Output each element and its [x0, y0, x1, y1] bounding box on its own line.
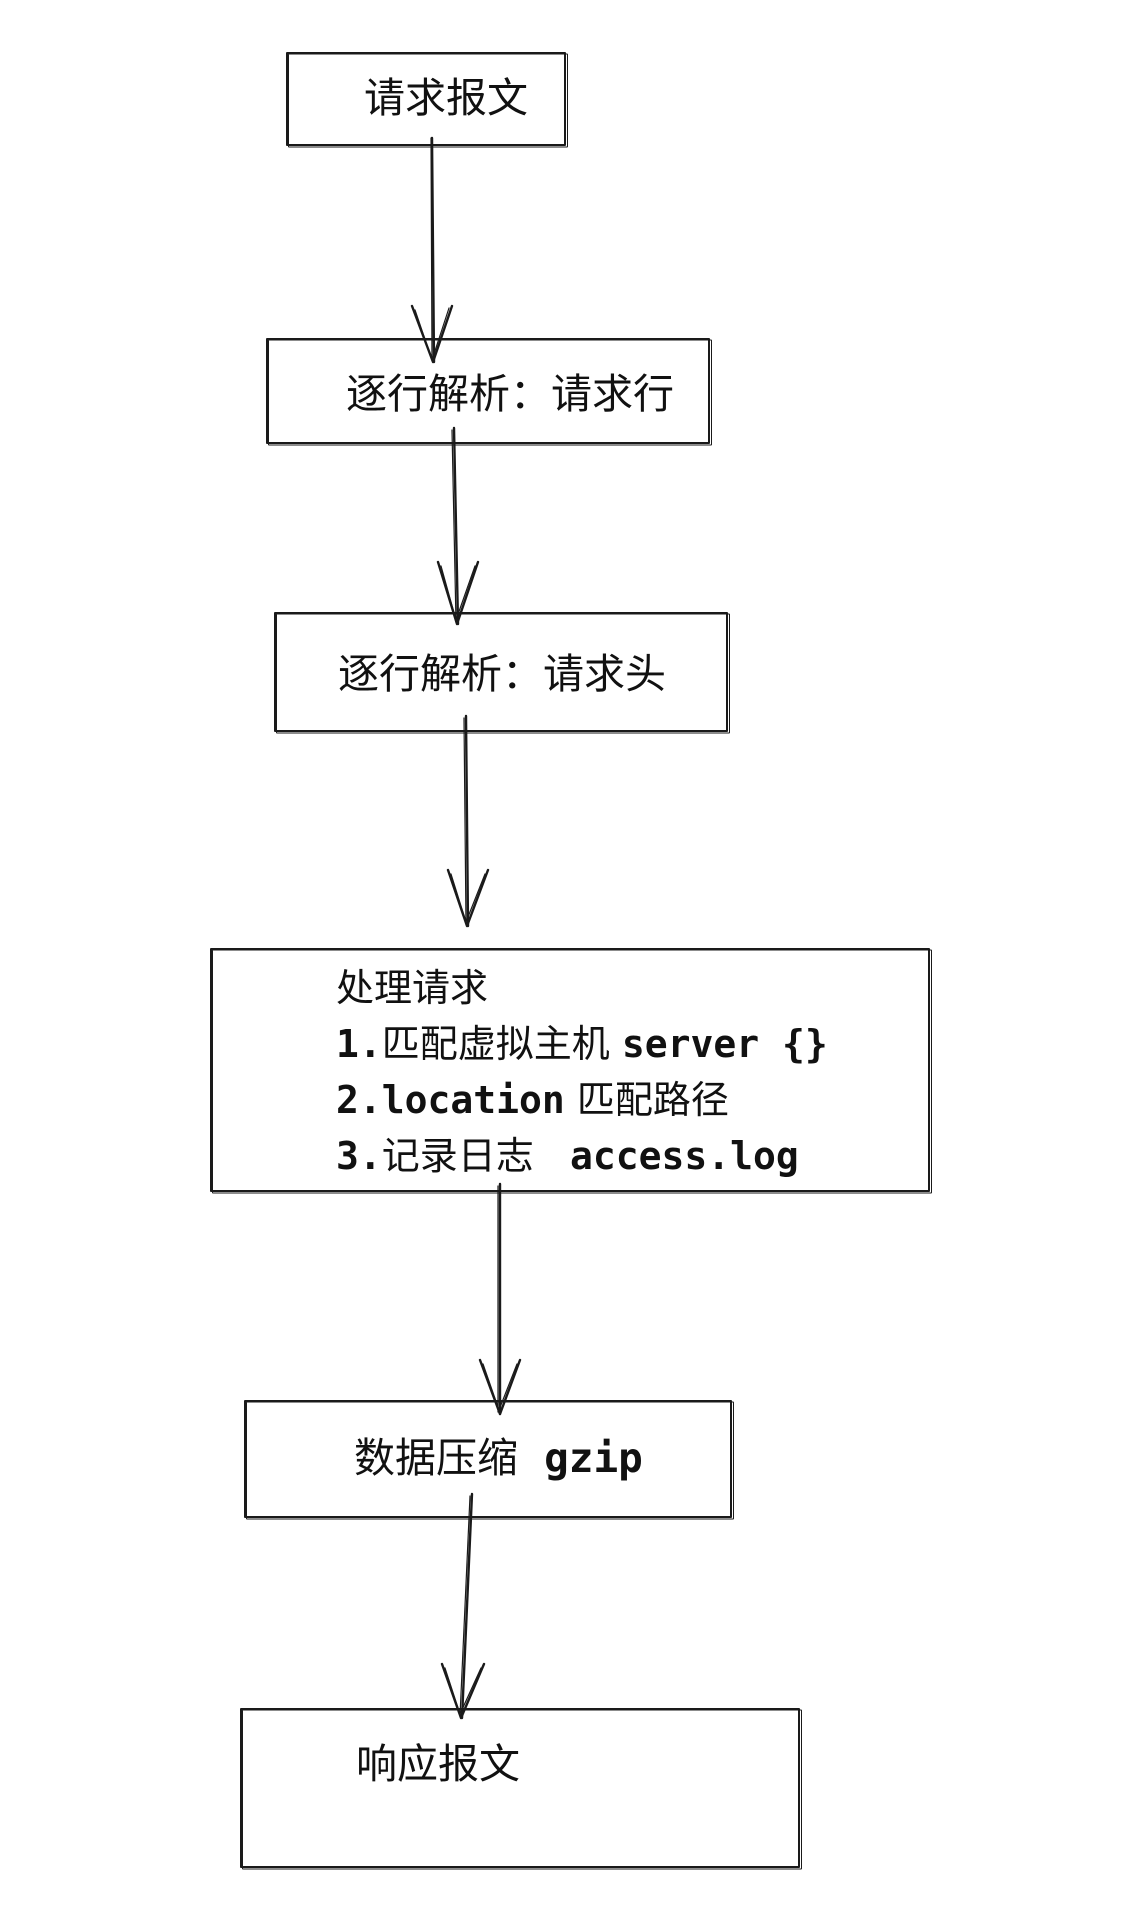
parse-request-line-label: 逐行解析：请求行 [346, 370, 674, 418]
process-step-1: 1.匹配虚拟主机 server {} [336, 1022, 828, 1066]
request-message-box: 请求报文 [286, 52, 568, 148]
response-message-box: 响应报文 [240, 1708, 802, 1870]
arrow-process-to-compress [478, 1182, 522, 1416]
arrow-request-to-parse-line [410, 136, 454, 364]
parse-request-header-label: 逐行解析：请求头 [338, 650, 666, 698]
compress-box: 数据压缩 gzip [244, 1400, 734, 1520]
process-request-content: 处理请求 1.匹配虚拟主机 server {} 2.location 匹配路径 … [336, 960, 828, 1184]
compress-label: 数据压缩 gzip [354, 1434, 643, 1482]
response-message-label: 响应报文 [356, 1740, 520, 1788]
process-request-box [210, 948, 932, 1194]
arrow-header-to-process [446, 714, 490, 928]
process-request-title: 处理请求 [336, 966, 489, 1010]
parse-request-header-box: 逐行解析：请求头 [274, 612, 730, 734]
process-step-2: 2.location 匹配路径 [336, 1078, 729, 1122]
request-message-label: 请求报文 [364, 74, 528, 122]
arrow-compress-to-response [440, 1492, 486, 1720]
parse-request-line-box: 逐行解析：请求行 [266, 338, 712, 446]
process-step-3: 3.记录日志 access.log [336, 1134, 799, 1178]
arrow-parse-line-to-header [436, 426, 480, 626]
